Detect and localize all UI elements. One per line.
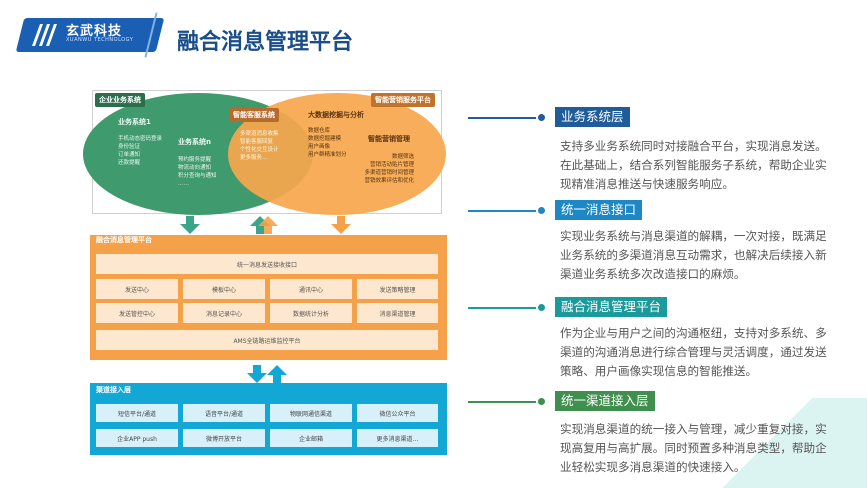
list-item: 更多服务…	[240, 155, 268, 161]
list-item: 数据仓库	[308, 128, 331, 134]
decorative-corner	[667, 398, 867, 488]
connector-dot	[536, 396, 547, 407]
smart-service-tag: 智能客服系统	[229, 108, 279, 122]
arrow-up-icon	[250, 216, 278, 234]
legend-desc-platform: 作为企业与用户之间的沟通枢纽，支持对多系统、多渠道的沟通消息进行综合管理与灵活调…	[560, 326, 827, 378]
connector-dot	[536, 112, 547, 123]
platform-module: 消息记录中心	[183, 303, 265, 323]
smart-service-list: 多渠道消息收集 智能客服回复 个性化交互设计 更多服务…	[240, 130, 279, 162]
enterprise-systems-tag: 企业业务系统	[95, 93, 145, 107]
business-system-1-title: 业务系统1	[118, 118, 151, 126]
list-item: 物流动向通知	[178, 165, 212, 171]
xuanwu-logo-icon	[32, 24, 57, 46]
arrow-down-icon	[180, 216, 200, 234]
list-item: 身份验证	[118, 144, 141, 150]
business-system-1-list: 手机动态密码登录 身份验证 订单通知 还款提醒	[118, 135, 162, 167]
list-item: 智能客服回复	[240, 139, 274, 145]
channel-item: 企业邮箱	[270, 429, 352, 447]
platform-module: 发送中心	[96, 279, 178, 299]
list-item: 订单通知	[118, 152, 141, 158]
list-item: 数据挖掘建模	[308, 136, 342, 142]
legend-desc-business: 支持多业务系统同时对接融合平台，实现消息发送。在此基础上，结合系列智能服务子系统…	[560, 139, 827, 191]
platform-module: 数据统计分析	[270, 303, 352, 323]
platform-module: 通讯中心	[270, 279, 352, 299]
page-title: 融合消息管理平台	[177, 30, 354, 55]
list-item: 手机动态密码登录	[118, 136, 163, 142]
channel-layer-tag: 渠道接入层	[96, 386, 131, 394]
legend-desc-channel: 实现消息渠道的统一接入与管理，减少重复对接，实现高复用与高扩展。同时预置多种消息…	[560, 422, 827, 474]
legend-title-platform: 融合消息管理平台	[555, 297, 668, 317]
legend-title-business: 业务系统层	[555, 107, 630, 127]
list-item: 用户群精准划分	[308, 152, 347, 158]
unified-interface-bar: 统一消息发送接收接口	[96, 254, 438, 274]
channel-item: 语音平台/通道	[183, 404, 265, 422]
connector-line	[468, 117, 540, 119]
fusion-platform-tag: 融合消息管理平台	[96, 236, 152, 244]
channel-item: 物联网通信渠道	[270, 404, 352, 422]
bigdata-list: 数据仓库 数据挖掘建模 用户画像 用户群精准划分	[308, 127, 347, 159]
business-system-n-list: 预约服务提醒 物流动向通知 积分查询与通知 ……	[178, 156, 217, 188]
list-item: 营销效果评估和优化	[364, 178, 414, 184]
brand-name: 玄武科技	[66, 24, 123, 39]
bidirectional-arrow-icon	[247, 365, 287, 383]
marketing-platform-tag: 智能营销服务平台	[371, 93, 435, 107]
list-item: 预约服务提醒	[178, 157, 212, 163]
legend-desc-interface: 实现业务系统与消息渠道的解耦，一次对接，既满足业务系统的多渠道消息互动需求，也解…	[560, 229, 827, 281]
channel-item: 微博开放平台	[183, 429, 265, 447]
list-item: 个性化交互设计	[240, 147, 279, 153]
connector-line	[468, 401, 540, 403]
list-item: 用户画像	[308, 144, 331, 150]
connector-line	[468, 307, 540, 309]
list-item: 多渠道消息收集	[240, 131, 279, 137]
list-item: 营销活动贴片管理	[369, 162, 414, 168]
list-item: ……	[178, 181, 189, 187]
platform-module: 发送管控中心	[96, 303, 178, 323]
connector-line	[468, 210, 540, 212]
platform-module: 发送策略管理	[357, 279, 438, 299]
marketing-mgmt-title: 智能营销管理	[368, 135, 410, 143]
list-item: 多渠道营销时间管理	[364, 170, 414, 176]
legend-title-interface: 统一消息接口	[555, 200, 643, 220]
channel-item: 更多消息渠道…	[357, 429, 438, 447]
bigdata-title: 大数据挖掘与分析	[308, 111, 364, 119]
channel-item: 短信平台/通道	[96, 404, 178, 422]
marketing-mgmt-list: 数据筛选 营销活动贴片管理 多渠道营销时间管理 营销效果评估和优化	[352, 153, 414, 185]
list-item: 积分查询与通知	[178, 173, 217, 179]
connector-dot	[536, 205, 547, 216]
platform-module: 模板中心	[183, 279, 265, 299]
business-system-n-title: 业务系统n	[178, 138, 211, 146]
list-item: 还款提醒	[118, 160, 141, 166]
list-item: 数据筛选	[391, 154, 414, 160]
ams-monitor-bar: AMS全链路运维监控平台	[96, 330, 438, 350]
connector-dot	[536, 302, 547, 313]
platform-module: 消息渠道管理	[357, 303, 438, 323]
legend-title-channel: 统一渠道接入层	[555, 391, 655, 411]
channel-item: 微信公众平台	[357, 404, 438, 422]
arrow-down-icon	[331, 216, 351, 234]
channel-item: 企业APP push	[96, 429, 178, 447]
brand-subtitle: XUANWU TECHNOLOGY	[66, 37, 134, 43]
